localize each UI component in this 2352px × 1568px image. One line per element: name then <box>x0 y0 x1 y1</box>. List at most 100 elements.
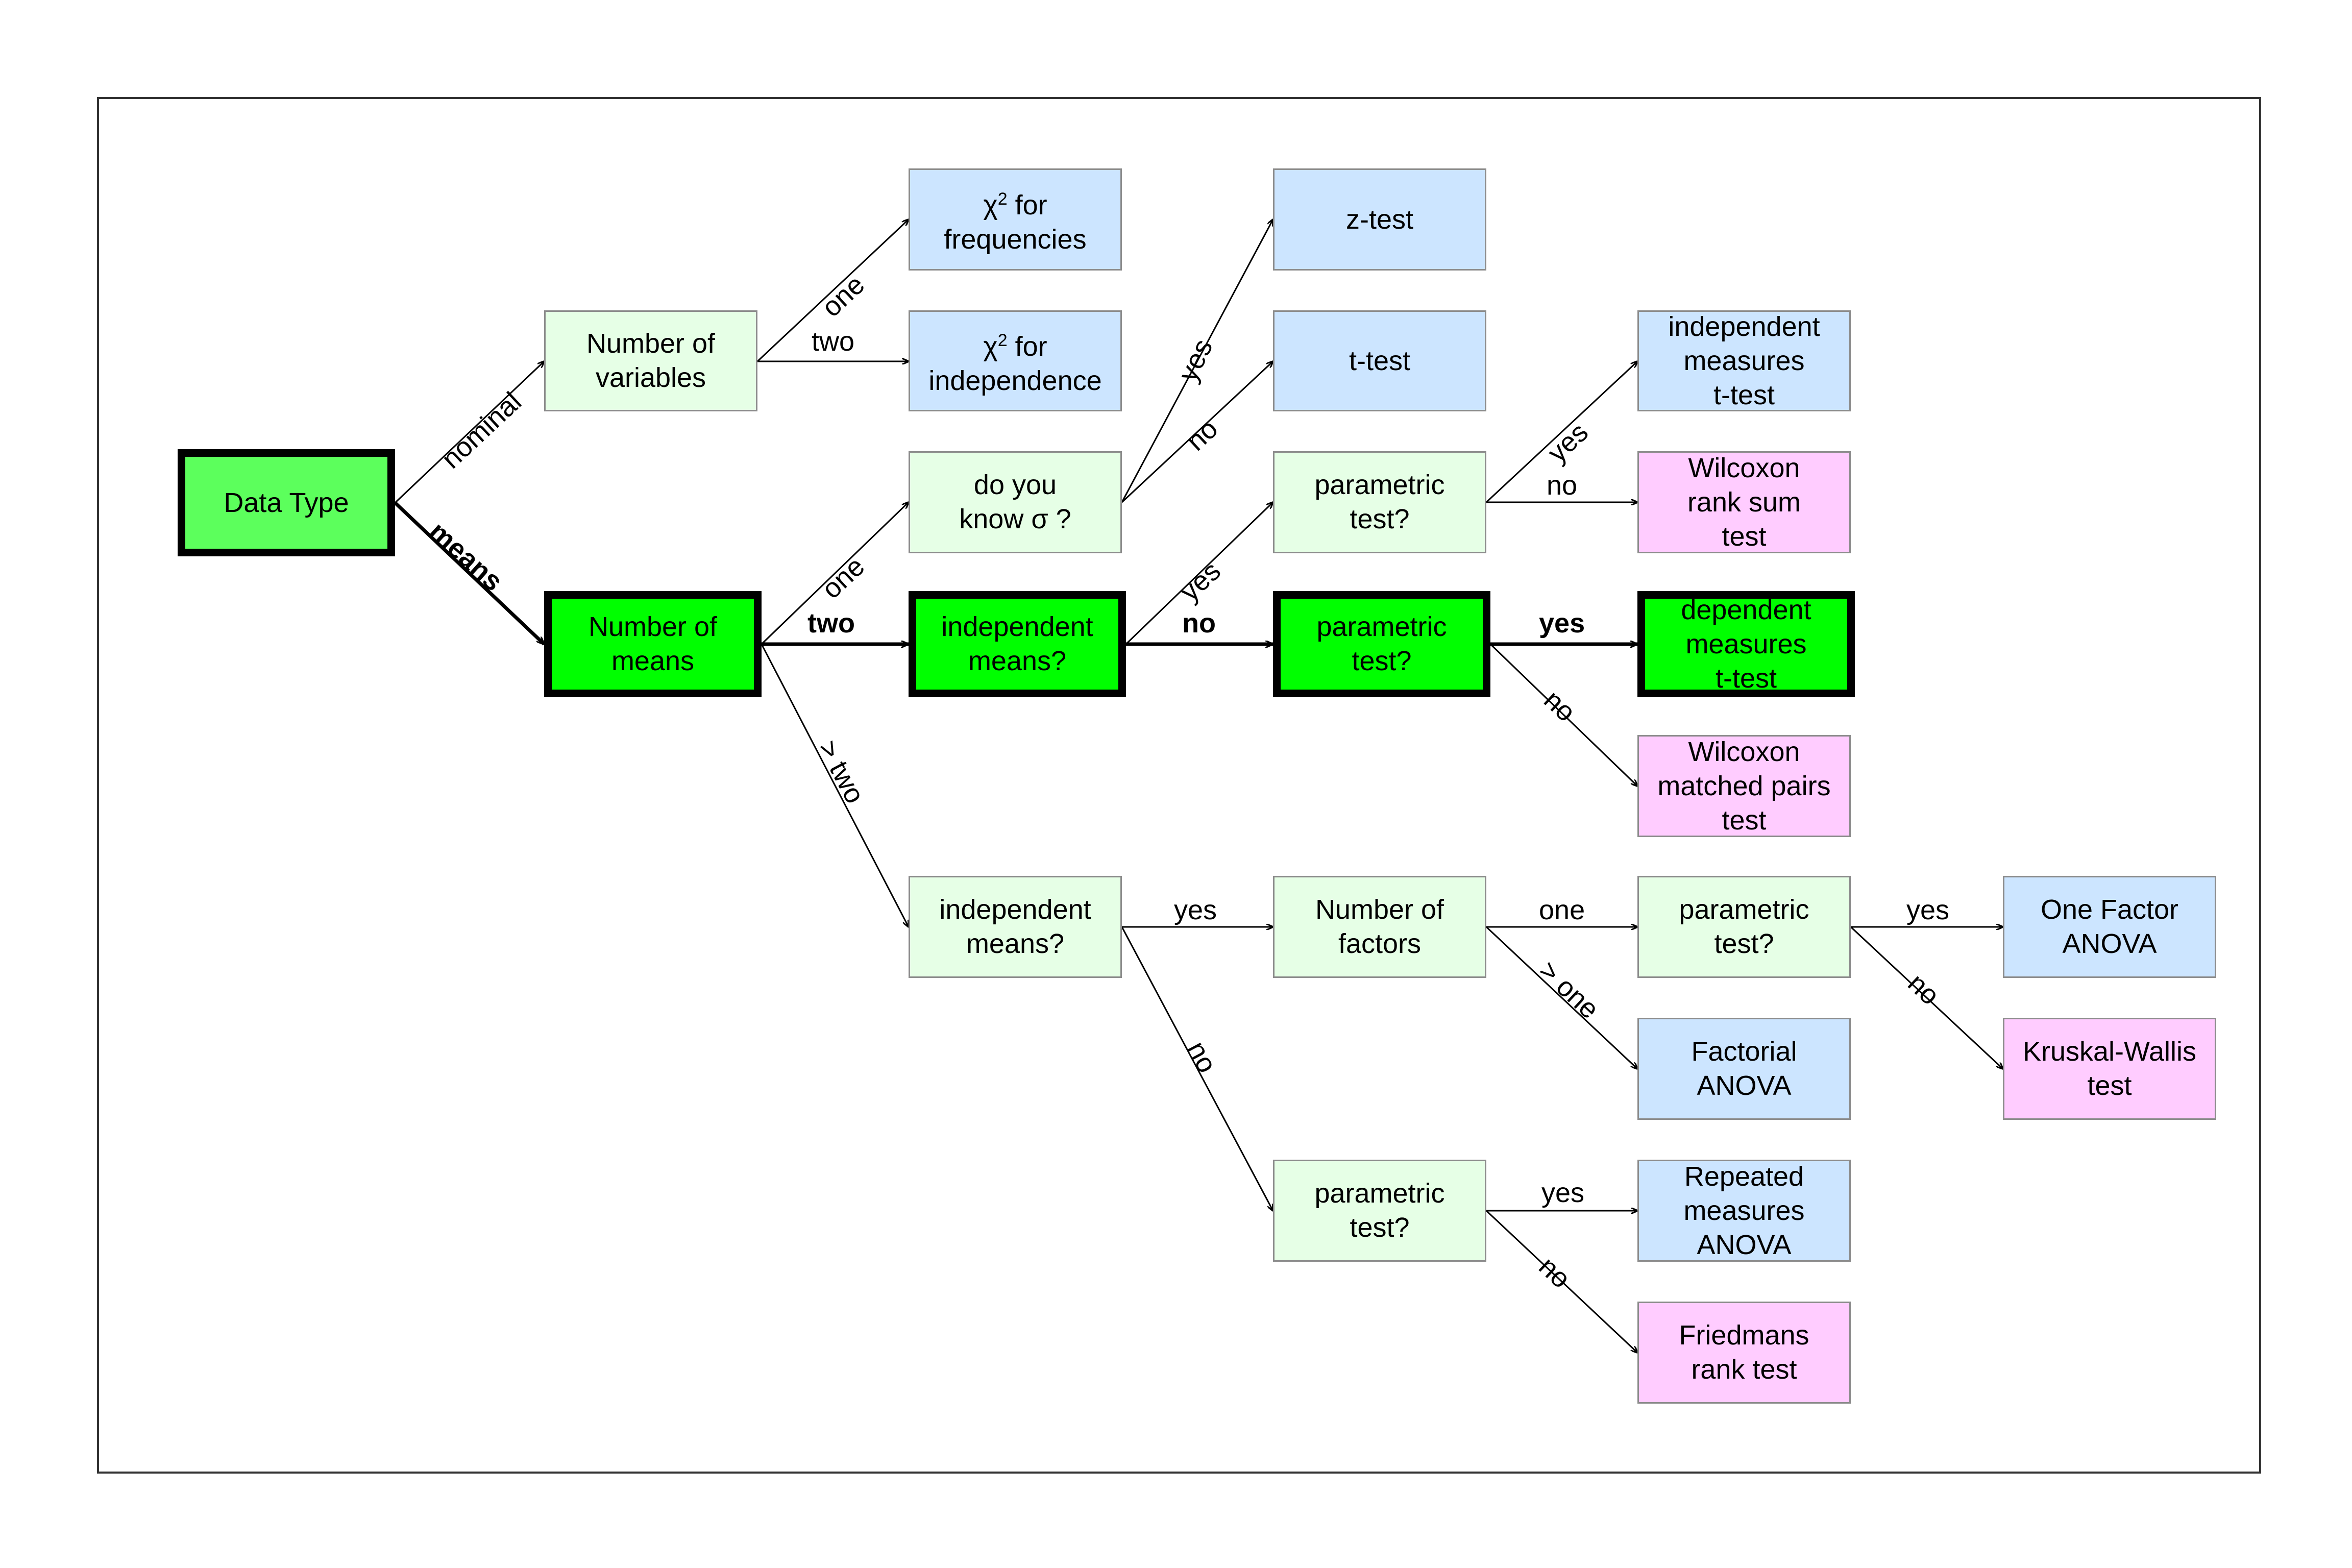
node-know-sigma: do you know σ ? <box>909 451 1122 553</box>
node-parametric-test-b: parametric test? <box>1273 591 1490 697</box>
node-wilcoxon-matched-pairs: Wilcoxon matched pairs test <box>1637 735 1851 837</box>
node-one-factor-anova-line-2: ANOVA <box>2062 928 2157 959</box>
sigma-symbol: σ <box>1031 504 1048 534</box>
node-independent-means-two-line-2: means? <box>968 646 1067 676</box>
node-parametric-test-a-line-2: test? <box>1350 504 1410 534</box>
node-number-of-means-line-1: Number of <box>588 611 718 642</box>
node-parametric-test-a-line-1: parametric <box>1314 470 1445 500</box>
node-wilcoxon-matched-pairs-line-3: test <box>1722 804 1767 836</box>
superscript-2: 2 <box>997 189 1008 209</box>
edge-label-yes-parametric-d: yes <box>1541 1178 1585 1208</box>
node-t-test: t-test <box>1273 310 1486 411</box>
node-wilcoxon-matched-pairs-line-2: matched pairs <box>1657 770 1831 801</box>
node-parametric-test-b-line-2: test? <box>1352 646 1412 676</box>
node-factorial-anova-line-2: ANOVA <box>1697 1070 1792 1101</box>
node-repeated-measures-anova-line-3: ANOVA <box>1697 1229 1792 1260</box>
node-parametric-test-c-line-1: parametric <box>1679 894 1809 925</box>
node-friedmans-rank-test-line-1: Friedmans <box>1679 1320 1809 1351</box>
node-z-test-label: z-test <box>1345 204 1414 235</box>
node-independent-means-more-line-2: means? <box>966 928 1065 959</box>
node-know-sigma-line-1: do you <box>973 470 1057 500</box>
node-independent-means-two-line-1: independent <box>941 611 1093 642</box>
node-chi-square-frequencies: χ2 for frequencies <box>909 168 1122 271</box>
node-independent-means-two: independent means? <box>909 591 1126 697</box>
node-chi-square-frequencies-line-1: χ2 for <box>983 182 1047 223</box>
node-dependent-measures-t-test-line-1: dependent <box>1681 594 1811 625</box>
edge-means <box>394 501 544 644</box>
node-number-of-means: Number of means <box>544 591 762 697</box>
node-factorial-anova-line-1: Factorial <box>1691 1036 1797 1067</box>
edge-label-yes-more: yes <box>1174 895 1217 925</box>
superscript-2: 2 <box>997 331 1008 350</box>
edge-one-variable <box>756 219 909 362</box>
edge-yes-parametric-a <box>1485 361 1637 503</box>
diagram-frame <box>97 97 2261 1474</box>
node-kruskal-wallis-line-2: test <box>2087 1070 2132 1101</box>
edge-more-than-two <box>761 644 909 927</box>
node-know-sigma-line-2: know σ ? <box>959 502 1071 536</box>
node-friedmans-rank-test-line-2: rank test <box>1691 1354 1797 1385</box>
chi-for-text: for <box>1007 190 1047 220</box>
node-wilcoxon-rank-sum-line-1: Wilcoxon <box>1688 452 1800 483</box>
edge-label-no-independent: no <box>1182 608 1216 639</box>
edge-label-yes-parametric-c: yes <box>1906 895 1950 925</box>
node-data-type-label: Data Type <box>224 487 349 518</box>
node-repeated-measures-anova-line-2: measures <box>1683 1195 1805 1226</box>
node-independent-means-more-line-1: independent <box>939 894 1091 925</box>
edge-no-parametric-b <box>1489 643 1637 786</box>
node-number-of-factors-line-2: factors <box>1338 928 1422 959</box>
node-data-type: Data Type <box>178 449 395 556</box>
node-one-factor-anova-line-1: One Factor <box>2040 894 2179 925</box>
edge-nominal <box>394 361 544 504</box>
know-text: know <box>959 504 1032 534</box>
edge-yes-independent <box>1125 502 1273 645</box>
node-dependent-measures-t-test-line-2: measures <box>1685 628 1807 659</box>
node-parametric-test-a: parametric test? <box>1273 451 1486 553</box>
edge-label-no-parametric-a: no <box>1547 470 1578 501</box>
node-independent-measures-t-test-line-1: independent <box>1668 311 1820 342</box>
node-factorial-anova: Factorial ANOVA <box>1637 1018 1851 1120</box>
edge-label-yes-parametric-b: yes <box>1539 608 1585 639</box>
node-wilcoxon-rank-sum-line-2: rank sum <box>1687 486 1801 518</box>
edge-more-than-one-factor <box>1485 926 1637 1069</box>
node-number-of-variables-line-1: Number of <box>586 328 716 359</box>
edge-one-mean <box>761 502 909 645</box>
node-chi-square-independence-line-1: χ2 for <box>983 324 1047 364</box>
node-parametric-test-d: parametric test? <box>1273 1160 1486 1262</box>
edge-label-two-variables: two <box>812 326 855 357</box>
node-independent-measures-t-test-line-3: t-test <box>1713 379 1775 410</box>
node-z-test: z-test <box>1273 168 1486 271</box>
edge-label-two-means: two <box>807 608 855 639</box>
node-wilcoxon-matched-pairs-line-1: Wilcoxon <box>1688 736 1800 767</box>
node-independent-measures-t-test: independent measures t-test <box>1637 310 1851 411</box>
node-number-of-factors-line-1: Number of <box>1315 894 1444 925</box>
node-number-of-variables: Number of variables <box>544 310 757 411</box>
node-kruskal-wallis-line-1: Kruskal-Wallis <box>2022 1036 2197 1067</box>
node-independent-means-more: independent means? <box>909 876 1122 978</box>
edge-no-parametric-d <box>1485 1210 1637 1353</box>
node-number-of-means-line-2: means <box>611 646 695 676</box>
node-dependent-measures-t-test-line-3: t-test <box>1715 663 1777 694</box>
node-kruskal-wallis: Kruskal-Wallis test <box>2003 1018 2216 1120</box>
node-chi-square-independence: χ2 for independence <box>909 310 1122 411</box>
node-repeated-measures-anova-line-1: Repeated <box>1684 1161 1804 1192</box>
node-parametric-test-b-line-1: parametric <box>1316 611 1447 642</box>
node-friedmans-rank-test: Friedmans rank test <box>1637 1302 1851 1404</box>
node-chi-square-independence-line-2: independence <box>928 365 1102 396</box>
node-parametric-test-d-line-2: test? <box>1350 1212 1410 1243</box>
question-mark: ? <box>1048 504 1071 534</box>
node-number-of-factors: Number of factors <box>1273 876 1486 978</box>
node-wilcoxon-rank-sum-line-3: test <box>1722 521 1767 552</box>
node-t-test-label: t-test <box>1349 345 1411 376</box>
chi-symbol: χ <box>983 331 998 362</box>
node-parametric-test-c: parametric test? <box>1637 876 1851 978</box>
edge-no-more <box>1121 926 1273 1211</box>
node-parametric-test-d-line-1: parametric <box>1314 1178 1445 1209</box>
node-one-factor-anova: One Factor ANOVA <box>2003 876 2216 978</box>
edge-label-one-factor: one <box>1539 895 1585 925</box>
node-repeated-measures-anova: Repeated measures ANOVA <box>1637 1160 1851 1262</box>
node-parametric-test-c-line-2: test? <box>1714 928 1774 959</box>
edge-no-sigma <box>1121 361 1273 503</box>
